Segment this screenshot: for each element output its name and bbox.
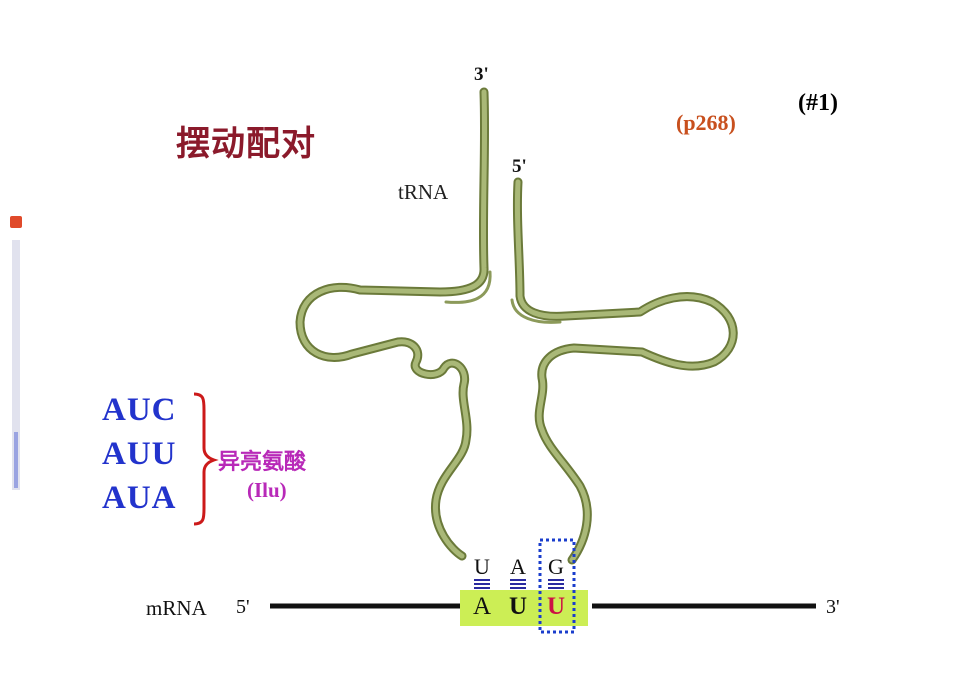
codon-highlight: [460, 590, 588, 626]
amino-acid-abbr: (Ilu): [247, 478, 287, 502]
watermark-logo: [10, 216, 22, 490]
wobble-box: [538, 538, 576, 634]
codon-auu: AUU: [102, 436, 177, 472]
trna-3prime-label: 3': [474, 64, 489, 85]
codon-base-2: U: [508, 593, 528, 620]
amino-acid-name: 异亮氨酸: [218, 450, 307, 475]
anticodon-base-2: A: [510, 554, 526, 579]
base-pairing-bars: [474, 579, 564, 589]
trna-5prime-label: 5': [512, 156, 527, 177]
mrna-5prime-label: 5': [236, 596, 250, 618]
page-title: 摆动配对: [176, 124, 316, 164]
wobble-base: U: [546, 593, 566, 620]
codon-aua: AUA: [102, 480, 177, 516]
codon-auc: AUC: [102, 392, 177, 428]
anticodon-base-1: U: [474, 554, 490, 579]
slide-number: (#1): [798, 90, 838, 116]
anticodon-base-3: G: [548, 554, 564, 579]
mrna-3prime-label: 3': [826, 596, 840, 618]
page-reference: (p268): [676, 110, 736, 135]
trna-strand-5prime: [512, 177, 738, 565]
trna-label: tRNA: [398, 180, 449, 204]
mrna-label: mRNA: [146, 596, 207, 620]
codon-brace: [193, 392, 219, 526]
codon-base-1: A: [472, 593, 492, 620]
trna-strand-3prime: [295, 87, 490, 561]
